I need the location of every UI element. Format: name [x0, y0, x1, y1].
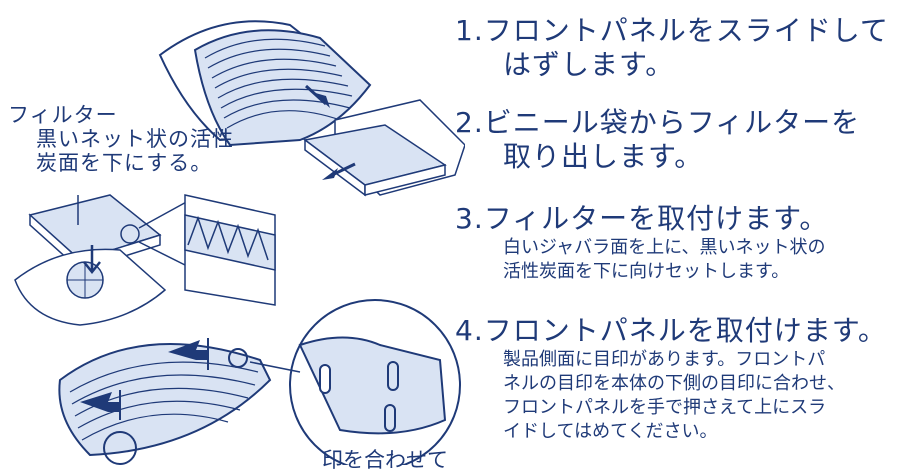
filter-label-line2: 黒いネット状の活性 [36, 127, 234, 151]
instruction-illustration [14, 20, 465, 465]
filter-label-line3: 炭面を下にする。 [36, 151, 213, 175]
arrow-attach-up [168, 338, 209, 370]
filter-label: フィルター 黒いネット状の活性 炭面を下にする。 [8, 103, 234, 175]
step-desc-line: 製品側面に目印があります。フロントパ [503, 349, 826, 370]
step-desc-line: フロントパネルを手で押さえて上にスラ [503, 397, 827, 418]
step-title: ビニール袋からフィルターを [483, 106, 861, 139]
step-title: フィルターを取付けます。 [483, 202, 829, 235]
filter-in-bag [303, 99, 465, 197]
front-panel-top [158, 20, 372, 147]
filter-placement [14, 194, 167, 326]
step-desc-line: イドしてはめてください。 [503, 421, 718, 442]
step-3: 3.フィルターを取付けます。 白いジャバラ面を上に、黒いネット状の 活性炭面を下… [455, 202, 828, 284]
step-desc-line: 活性炭面を下に向けセットします。 [503, 261, 790, 282]
step-desc-line: ネルの目印を本体の下側の目印に合わせ、 [503, 373, 845, 394]
alignment-note: 印を合わせて [322, 448, 448, 472]
step-desc-line: 白いジャバラ面を上に、黒いネット状の [503, 237, 826, 258]
step-1: 1.フロントパネルをスライドしてはずします。 [455, 14, 889, 82]
front-panel-attach [58, 343, 272, 465]
step-number: 2. [455, 106, 484, 139]
step-title: フロントパネルを取付けます。 [483, 314, 887, 347]
arrow-attach-left [80, 390, 121, 420]
step-4: 4.フロントパネルを取付けます。 製品側面に目印があります。フロントパ ネルの目… [455, 314, 887, 444]
pleat-closeup [120, 194, 276, 306]
step-number: 3. [455, 202, 484, 235]
step-2: 2.ビニール袋からフィルターを取り出します。 [455, 106, 860, 174]
step-number: 1. [455, 14, 484, 47]
step-title-cont: はずします。 [503, 48, 675, 81]
step-number: 4. [455, 314, 484, 347]
alignment-mark-closeup [249, 299, 461, 465]
step-title: フロントパネルをスライドして [483, 14, 889, 47]
arrow-remove-filter [322, 162, 356, 180]
step-title-cont: 取り出します。 [503, 140, 704, 173]
filter-label-line1: フィルター [8, 103, 118, 127]
arrow-remove-panel [304, 84, 330, 108]
